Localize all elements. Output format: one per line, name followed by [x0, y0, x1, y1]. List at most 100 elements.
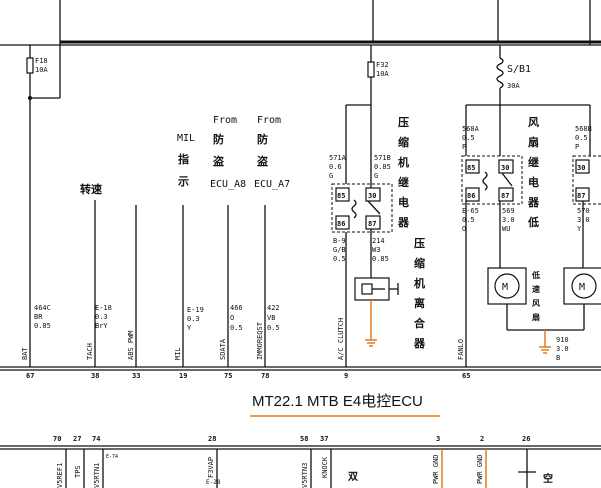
relay2-title-4: 电 [528, 175, 539, 189]
wire-910-size: 3.0 [556, 345, 569, 353]
fuse-sb1: S/B1 30A [466, 45, 590, 106]
wire-570-size: 3.0 [577, 216, 590, 224]
tach-label-cn: 转速 [80, 182, 102, 196]
clutch-title-2: 缩 [414, 256, 425, 270]
wire-571a-size: 0.6 [329, 163, 342, 171]
compressor-clutch-title: 压 缩 机 离 合 器 [413, 236, 426, 350]
wire-910-color: B [556, 354, 560, 362]
fan-motor-cn-2: 速 [532, 284, 540, 294]
relay1-pin-30: 30 [368, 192, 376, 200]
wire-e65-size: 0.5 [462, 216, 475, 224]
from2-cn-1: 防 [257, 132, 268, 146]
mil-label: MIL [177, 133, 195, 144]
wire-571a-color: G [329, 172, 333, 180]
connector-labels: 转速 MIL 指 示 From 防 盗 ECU_A8 From 防 盗 ECU_… [80, 115, 290, 196]
clutch-title-5: 合 [414, 316, 426, 330]
relay2-pin-30: 30 [501, 164, 509, 172]
relay1-pin-87: 87 [368, 220, 376, 228]
wire-e18-id: E-18 [95, 304, 112, 312]
wire-569-color: WU [502, 225, 510, 233]
ecu-title-group: MT22.1 MTB E4电控ECU [250, 393, 440, 417]
compressor-relay-title: 压 缩 机 继 电 器 [397, 115, 410, 229]
relay2-pin-86: 86 [467, 192, 475, 200]
bottom-tps: TPS [74, 465, 82, 478]
fuse-f18-rating: 10A [35, 66, 48, 74]
wire-464c-id: 464C [34, 304, 51, 312]
wire-e19-color: Y [187, 324, 192, 332]
wire-570-color: Y [577, 225, 582, 233]
relay1-title-2: 缩 [398, 135, 409, 149]
bottom-pin-74: 74 [92, 435, 100, 443]
fuse-f32-rating: 10A [376, 70, 389, 78]
power-rails [0, 0, 601, 46]
from1-label: From [213, 115, 237, 126]
compressor-clutch [354, 277, 399, 347]
wire-570-id: 570 [577, 207, 590, 215]
relay3-pin-30: 30 [577, 164, 585, 172]
fan-motor-cn-3: 风 [532, 299, 540, 308]
pin-75: 75 [224, 372, 232, 380]
bottom-pin-37: 37 [320, 435, 328, 443]
relay1-title-3: 机 [398, 155, 409, 169]
wire-b9-size: 0.5 [333, 255, 346, 263]
bottom-pin-70: 70 [53, 435, 61, 443]
wire-571a-id: 571A [329, 154, 347, 162]
fan-motor-2-label: M [579, 282, 585, 293]
relay2-pin-85: 85 [467, 164, 475, 172]
wire-571b-color: G [374, 172, 378, 180]
pin-9: 9 [344, 372, 348, 380]
bottom-v5rtn3: V5RTN3 [301, 463, 309, 488]
wire-b9-color: G/B [333, 246, 346, 254]
relay2-title-1: 风 [528, 115, 539, 129]
relay2-title-5: 器 [527, 196, 540, 209]
bottom-e74: E-74 [106, 454, 118, 460]
relay1-title-6: 器 [397, 216, 410, 229]
bottom-pwrgnd-2: PWR GND [476, 454, 484, 484]
wire-464c-color: BR [34, 313, 43, 321]
bottom-e28: E-28 [206, 479, 221, 486]
bottom-pin-28: 28 [208, 435, 216, 443]
wire-e19-id: E-19 [187, 306, 204, 314]
compressor-wire-specs: 571A 0.6 G 571B 0.85 G B-9 G/B 0.5 214 W… [329, 154, 391, 263]
signal-mil: MIL [174, 347, 182, 360]
wire-571b-id: 571B [374, 154, 391, 162]
fan-motor-cn-1: 低 [531, 270, 540, 280]
bottom-pin-26: 26 [522, 435, 530, 443]
relay2-pin-87: 87 [501, 192, 509, 200]
bottom-f3vap: F3VAP [207, 457, 215, 478]
relay2-title-3: 继 [528, 155, 539, 169]
fan-wire-specs: 568A 0.5 P 568B 0.5 P E-65 0.5 O 569 3.0… [462, 125, 592, 233]
fuse-f32-label: F32 [376, 61, 389, 69]
from1-cn-1: 防 [213, 132, 224, 146]
pin-78: 78 [261, 372, 269, 380]
wire-466-color: O [230, 314, 234, 322]
fuse-sb1-rating: 30A [507, 82, 520, 90]
relay2-title-6: 低 [527, 215, 539, 229]
signal-immoreqst: IMMOREQST [256, 321, 264, 360]
from2-cn-2: 盗 [257, 154, 268, 168]
bottom-knock: KNOCK [321, 456, 329, 478]
wire-b9-id: B-9 [333, 237, 346, 245]
signal-bat: BAT [21, 347, 29, 360]
from2-label: From [257, 115, 281, 126]
fuse-f18-label: F18 [35, 57, 48, 65]
wire-568a-id: 568A [462, 125, 480, 133]
fan-motor-1-label: M [502, 282, 508, 293]
wire-569-id: 569 [502, 207, 515, 215]
signal-abs-pwm: ABS PWM [127, 330, 135, 360]
wire-specs: 464C BR 0.85 E-18 0.3 BrY E-19 0.3 Y 466… [34, 304, 280, 332]
bottom-kong: 空 [543, 472, 553, 485]
signal-lines [94, 200, 266, 367]
pin-38: 38 [91, 372, 99, 380]
from2-code: ECU_A7 [254, 179, 290, 190]
mil-cn-2: 示 [177, 175, 189, 188]
clutch-title-6: 器 [413, 337, 426, 350]
wire-569-size: 3.0 [502, 216, 515, 224]
clutch-title-1: 压 [414, 236, 425, 250]
clutch-title-4: 离 [414, 296, 425, 310]
relay1-title-4: 继 [398, 175, 409, 189]
clutch-title-3: 机 [414, 276, 425, 290]
from1-cn-2: 盗 [213, 154, 224, 168]
wire-568a-color: P [462, 143, 466, 151]
relay1-title-5: 电 [398, 195, 409, 209]
